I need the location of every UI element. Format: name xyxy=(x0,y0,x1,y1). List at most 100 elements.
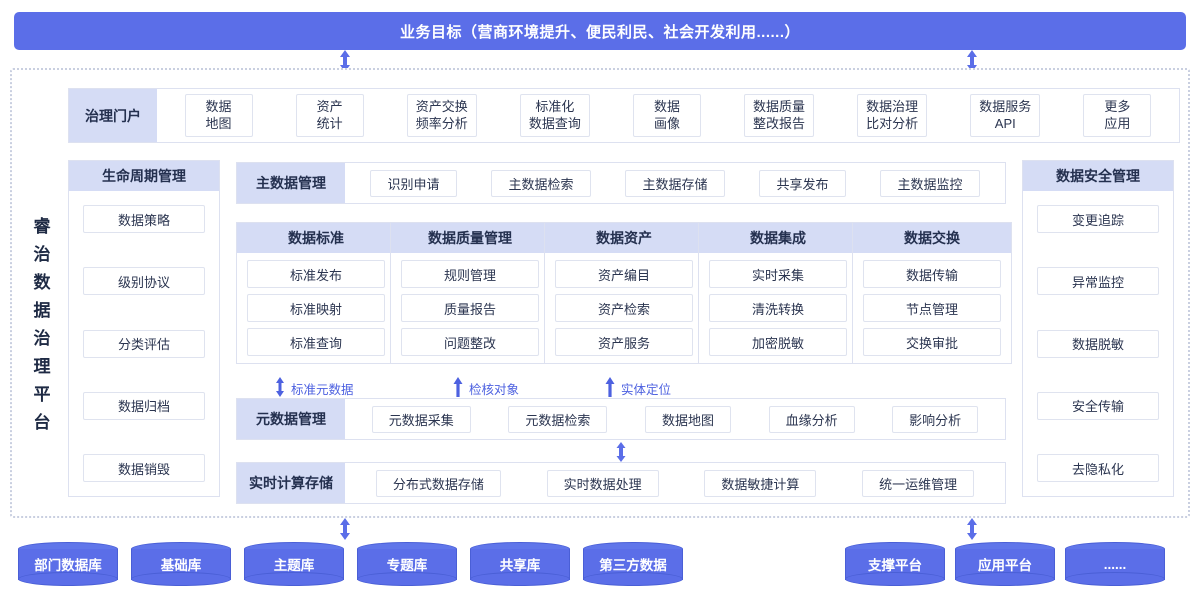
arrow-metadata-to-realtime xyxy=(614,442,628,462)
master-data-item[interactable]: 主数据监控 xyxy=(880,169,980,197)
domain-item[interactable]: 节点管理 xyxy=(863,294,1001,322)
domain-item[interactable]: 数据传输 xyxy=(863,260,1001,288)
domain-item[interactable]: 资产检索 xyxy=(555,294,693,322)
domain-item[interactable]: 质量报告 xyxy=(401,294,539,322)
domain-item-list: 资产编目 资产检索 资产服务 xyxy=(545,253,703,364)
metadata-item[interactable]: 血缘分析 xyxy=(768,405,855,433)
portal-item[interactable]: 数据服务 API xyxy=(970,94,1041,137)
portal-item[interactable]: 数据治理 比对分析 xyxy=(857,94,928,137)
master-data-item[interactable]: 主数据存储 xyxy=(625,169,725,197)
metadata-head-label: 元数据管理 xyxy=(237,399,345,439)
flow-label-text: 实体定位 xyxy=(621,383,672,397)
master-data-item[interactable]: 主数据检索 xyxy=(491,169,591,197)
portal-item-line2: 应用 xyxy=(1104,115,1131,131)
domain-item[interactable]: 实时采集 xyxy=(709,260,847,288)
portal-item[interactable]: 数据 画像 xyxy=(632,94,701,137)
security-item[interactable]: 变更追踪 xyxy=(1037,205,1159,233)
portal-item[interactable]: 数据质量 整改报告 xyxy=(744,94,815,137)
platform-label-char: 理 xyxy=(33,357,51,377)
metadata-item[interactable]: 数据地图 xyxy=(644,405,731,433)
cylinder-bottom xyxy=(470,572,570,586)
metadata-item[interactable]: 影响分析 xyxy=(892,405,979,433)
lifecycle-item[interactable]: 数据策略 xyxy=(83,205,205,233)
realtime-item[interactable]: 数据敏捷计算 xyxy=(704,469,817,497)
portal-item[interactable]: 标准化 数据查询 xyxy=(519,94,590,137)
platform-vertical-label: 睿 治 数 据 治 理 平 台 xyxy=(22,160,62,490)
security-item-list: 变更追踪 异常监控 数据脱敏 安全传输 去隐私化 xyxy=(1023,191,1173,496)
data-source-cylinder[interactable]: 第三方数据 xyxy=(583,542,683,586)
domain-item-list: 标准发布 标准映射 标准查询 xyxy=(237,253,395,364)
data-source-cylinder[interactable]: 专题库 xyxy=(357,542,457,586)
domain-item-list: 数据传输 节点管理 交换审批 xyxy=(853,253,1011,364)
domain-item[interactable]: 问题整改 xyxy=(401,328,539,356)
domain-head-label: 数据集成 xyxy=(699,223,857,253)
realtime-item[interactable]: 统一运维管理 xyxy=(862,469,975,497)
portal-item-line2: 数据查询 xyxy=(528,115,581,131)
domain-item[interactable]: 标准发布 xyxy=(247,260,385,288)
domain-item[interactable]: 资产服务 xyxy=(555,328,693,356)
arrow-goal-to-platform-left xyxy=(338,50,352,72)
master-data-item[interactable]: 识别申请 xyxy=(370,169,457,197)
lifecycle-item[interactable]: 分类评估 xyxy=(83,329,205,358)
domain-item[interactable]: 标准查询 xyxy=(247,328,385,356)
portal-item-line1: 数据服务 xyxy=(979,99,1032,115)
security-item[interactable]: 安全传输 xyxy=(1037,391,1159,420)
portal-item-line2: API xyxy=(994,115,1016,131)
cylinder-bottom xyxy=(583,572,683,586)
lifecycle-item[interactable]: 数据销毁 xyxy=(83,454,205,482)
platform-source-cylinder[interactable]: 应用平台 xyxy=(955,542,1055,586)
domain-item-list: 规则管理 质量报告 问题整改 xyxy=(391,253,549,364)
realtime-compute-storage-row: 实时计算存储 分布式数据存储 实时数据处理 数据敏捷计算 统一运维管理 xyxy=(236,462,1006,504)
realtime-item[interactable]: 实时数据处理 xyxy=(546,469,659,497)
data-security-management-card: 数据安全管理 变更追踪 异常监控 数据脱敏 安全传输 去隐私化 xyxy=(1022,160,1174,497)
portal-item[interactable]: 资产交换 频率分析 xyxy=(406,94,477,137)
domain-head-label: 数据质量管理 xyxy=(391,223,549,253)
arrow-platform-to-sources-right xyxy=(965,518,979,540)
lifecycle-item-list: 数据策略 级别协议 分类评估 数据归档 数据销毁 xyxy=(69,191,219,496)
cylinder-label: 主题库 xyxy=(273,558,315,573)
flow-label-check-object: 检核对象 xyxy=(452,377,519,400)
domain-item[interactable]: 加密脱敏 xyxy=(709,328,847,356)
realtime-item[interactable]: 分布式数据存储 xyxy=(375,469,501,497)
portal-item[interactable]: 数据 地图 xyxy=(184,94,253,137)
domain-item[interactable]: 规则管理 xyxy=(401,260,539,288)
security-item[interactable]: 数据脱敏 xyxy=(1037,329,1159,358)
lifecycle-item[interactable]: 数据归档 xyxy=(83,391,205,420)
data-source-cylinder[interactable]: 部门数据库 xyxy=(18,542,118,586)
master-data-item[interactable]: 共享发布 xyxy=(759,169,846,197)
data-source-cylinder[interactable]: 共享库 xyxy=(470,542,570,586)
domain-card-data-asset: 数据资产 资产编目 资产检索 资产服务 xyxy=(544,222,704,364)
cylinder-label: 共享库 xyxy=(499,558,541,573)
portal-item-line2: 频率分析 xyxy=(415,115,468,131)
flow-label-entity-location: 实体定位 xyxy=(604,377,671,400)
security-head-label: 数据安全管理 xyxy=(1023,161,1173,191)
portal-item[interactable]: 更多 应用 xyxy=(1083,94,1152,137)
cylinder-bottom xyxy=(18,572,118,586)
domain-item[interactable]: 资产编目 xyxy=(555,260,693,288)
lifecycle-item[interactable]: 级别协议 xyxy=(83,267,205,296)
cylinder-label: ...... xyxy=(1103,556,1127,572)
metadata-item[interactable]: 元数据采集 xyxy=(371,405,471,433)
platform-source-cylinder[interactable]: ...... xyxy=(1065,542,1165,586)
security-item[interactable]: 去隐私化 xyxy=(1037,454,1159,482)
metadata-item[interactable]: 元数据检索 xyxy=(508,405,608,433)
flow-label-standard-metadata: 标准元数据 xyxy=(274,377,354,400)
portal-item-list: 数据 地图 资产 统计 资产交换 频率分析 标准化 数据查询 数据 画像 数据质… xyxy=(157,89,1179,142)
domain-item[interactable]: 交换审批 xyxy=(863,328,1001,356)
portal-item-line2: 比对分析 xyxy=(866,115,919,131)
arrow-goal-to-platform-right xyxy=(965,50,979,72)
domain-item[interactable]: 清洗转换 xyxy=(709,294,847,322)
metadata-management-row: 元数据管理 元数据采集 元数据检索 数据地图 血缘分析 影响分析 xyxy=(236,398,1006,440)
portal-item-line1: 资产 xyxy=(316,99,343,115)
platform-source-cylinder[interactable]: 支撑平台 xyxy=(845,542,945,586)
security-item[interactable]: 异常监控 xyxy=(1037,267,1159,296)
portal-item[interactable]: 资产 统计 xyxy=(295,94,364,137)
master-data-head-label: 主数据管理 xyxy=(237,163,345,203)
cylinder-label: 支撑平台 xyxy=(868,558,922,573)
data-source-cylinder[interactable]: 基础库 xyxy=(131,542,231,586)
platform-label-char: 据 xyxy=(33,300,51,320)
domain-item[interactable]: 标准映射 xyxy=(247,294,385,322)
platform-label-char: 台 xyxy=(33,413,51,433)
data-source-cylinder[interactable]: 主题库 xyxy=(244,542,344,586)
